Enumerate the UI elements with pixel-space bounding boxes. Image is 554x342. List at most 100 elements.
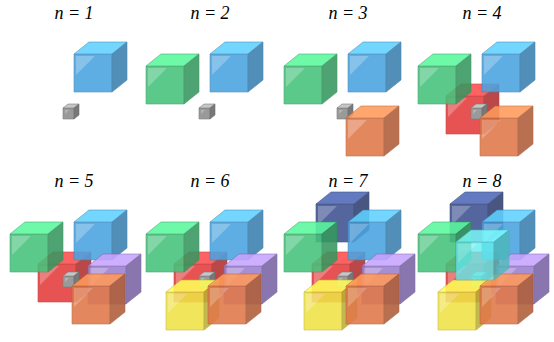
blue-cube xyxy=(210,210,263,260)
cube-face xyxy=(348,54,386,92)
cube-shine xyxy=(420,68,439,87)
cube-shine xyxy=(74,288,93,307)
cube-face xyxy=(248,42,263,92)
orange-cube xyxy=(346,274,399,324)
cube-face xyxy=(210,104,215,119)
cube-face xyxy=(126,254,141,304)
cube-face xyxy=(482,54,520,92)
cube-face xyxy=(10,234,48,272)
center-atom xyxy=(63,104,79,119)
cube-face xyxy=(480,118,518,156)
orange-cube xyxy=(208,274,261,324)
cube-panel xyxy=(284,192,415,330)
cube-shine xyxy=(348,288,367,307)
cube-face xyxy=(456,54,471,104)
cube-shine xyxy=(148,68,167,87)
blue-cube xyxy=(482,42,535,92)
cube-face xyxy=(480,286,518,324)
orange-cube xyxy=(480,274,533,324)
green-cube xyxy=(418,54,471,104)
cube-shine xyxy=(212,224,231,243)
blue-cube xyxy=(74,210,127,260)
panel-label: n = 1 xyxy=(24,2,124,24)
panel-label: n = 7 xyxy=(298,170,398,192)
cube-face xyxy=(110,274,125,324)
orange-cube xyxy=(72,274,125,324)
cube-shine xyxy=(440,294,459,313)
cube-face xyxy=(74,104,79,119)
cube-panel xyxy=(418,192,549,330)
cube-shine xyxy=(482,120,501,139)
cube-panel xyxy=(284,42,401,156)
cube-face xyxy=(208,286,246,324)
cube-shine xyxy=(350,56,369,75)
blue-cube xyxy=(348,210,401,260)
cube-shine xyxy=(339,110,343,114)
cube-shine xyxy=(65,110,69,114)
cube-shine xyxy=(201,110,205,114)
green-cube xyxy=(10,222,63,272)
cube-shine xyxy=(458,244,477,263)
cube-face xyxy=(346,118,384,156)
cube-panel xyxy=(63,42,127,119)
blue-cube xyxy=(210,42,263,92)
cube-shine xyxy=(76,56,95,75)
cube-face xyxy=(210,54,248,92)
cube-face xyxy=(166,292,204,330)
cube-shine xyxy=(76,224,95,243)
cube-face xyxy=(400,254,415,304)
cube-face xyxy=(199,108,210,119)
cube-face xyxy=(112,210,127,260)
cube-face xyxy=(322,54,337,104)
cube-shine xyxy=(212,56,231,75)
panel-label: n = 2 xyxy=(160,2,260,24)
cube-shine xyxy=(286,68,305,87)
cube-face xyxy=(418,66,456,104)
cube-face xyxy=(146,234,184,272)
green-cube xyxy=(146,54,199,104)
panel-label: n = 6 xyxy=(160,170,260,192)
cube-panel xyxy=(418,42,535,156)
cube-face xyxy=(386,42,401,92)
center-atom xyxy=(199,104,215,119)
green-cube xyxy=(284,222,337,272)
orange-cube xyxy=(480,106,533,156)
cube-shine xyxy=(286,236,305,255)
blue-cube xyxy=(348,42,401,92)
cube-face xyxy=(284,66,322,104)
cube-face xyxy=(304,292,342,330)
cube-panel xyxy=(146,210,277,330)
cube-panel xyxy=(146,42,263,119)
cube-shine xyxy=(484,56,503,75)
cube-shine xyxy=(420,236,439,255)
cube-shine xyxy=(12,236,31,255)
cube-face xyxy=(438,292,476,330)
cube-face xyxy=(146,66,184,104)
cube-face xyxy=(384,106,399,156)
cube-face xyxy=(322,222,337,272)
panel-label: n = 3 xyxy=(298,2,398,24)
cube-shine xyxy=(65,278,69,282)
cube-face xyxy=(518,274,533,324)
cube-shine xyxy=(148,236,167,255)
cyan-cube xyxy=(456,230,509,280)
cube-shine xyxy=(482,288,501,307)
cube-face xyxy=(262,254,277,304)
cube-face xyxy=(63,108,74,119)
cube-face xyxy=(112,42,127,92)
cube-face xyxy=(520,42,535,92)
cube-face xyxy=(418,234,456,272)
cube-shine xyxy=(473,110,477,114)
cube-face xyxy=(346,286,384,324)
cube-face xyxy=(456,242,494,280)
cube-face xyxy=(534,254,549,304)
cube-shine xyxy=(350,224,369,243)
green-cube xyxy=(146,222,199,272)
blue-cube xyxy=(74,42,127,92)
cube-face xyxy=(284,234,322,272)
cube-face xyxy=(248,210,263,260)
cube-face xyxy=(74,54,112,92)
cube-face xyxy=(494,230,509,280)
orange-cube xyxy=(346,106,399,156)
